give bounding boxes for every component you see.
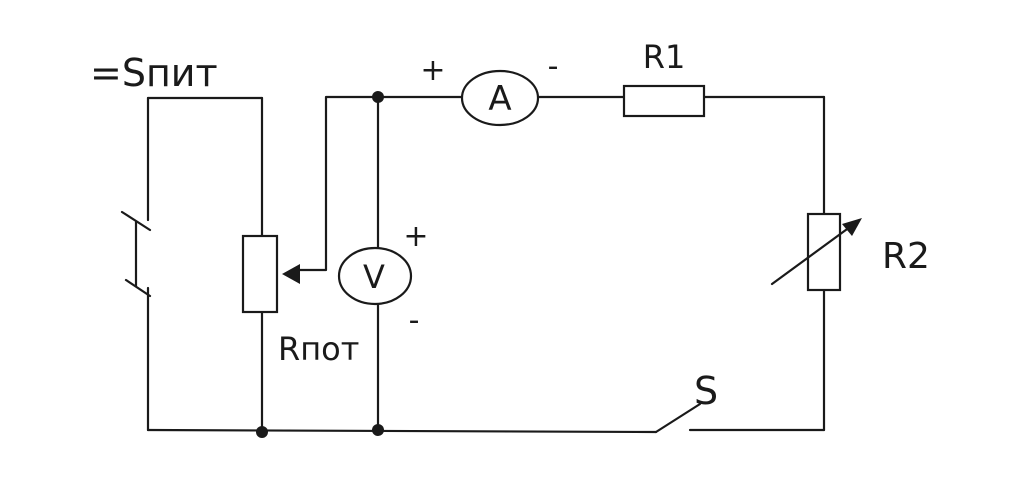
junction-bottom-volt: [372, 424, 384, 436]
switch-lever: [654, 402, 702, 434]
ammeter-circle: [460, 69, 540, 127]
voltmeter-circle: [337, 246, 413, 306]
wiper-arrow-icon: [282, 264, 300, 284]
r1-label: R1: [643, 38, 686, 76]
voltmeter-symbol: V: [363, 258, 385, 296]
battery-plate-short: [124, 278, 152, 298]
junction-top: [372, 91, 384, 103]
switch-label: S: [694, 369, 718, 413]
ammeter-symbol: A: [488, 79, 511, 119]
ammeter-plus-label: +: [420, 53, 445, 88]
wire-bottom-left: [146, 428, 658, 434]
wire-wiper: [298, 95, 380, 272]
source-label: =Sпит: [90, 51, 218, 95]
resistor-r2: [806, 212, 842, 292]
r2-variable-arrow: [770, 222, 856, 286]
r2-arrowhead-icon: [842, 218, 862, 236]
junction-bottom-pot: [256, 426, 268, 438]
pot-label: Rпот: [278, 330, 359, 368]
ammeter-minus-label: -: [548, 49, 559, 84]
resistor-r1: [622, 84, 706, 118]
voltmeter-minus-label: -: [409, 303, 420, 338]
r2-label: R2: [882, 236, 930, 277]
potentiometer-resistor: [241, 234, 279, 314]
voltmeter-plus-label: +: [403, 219, 428, 254]
